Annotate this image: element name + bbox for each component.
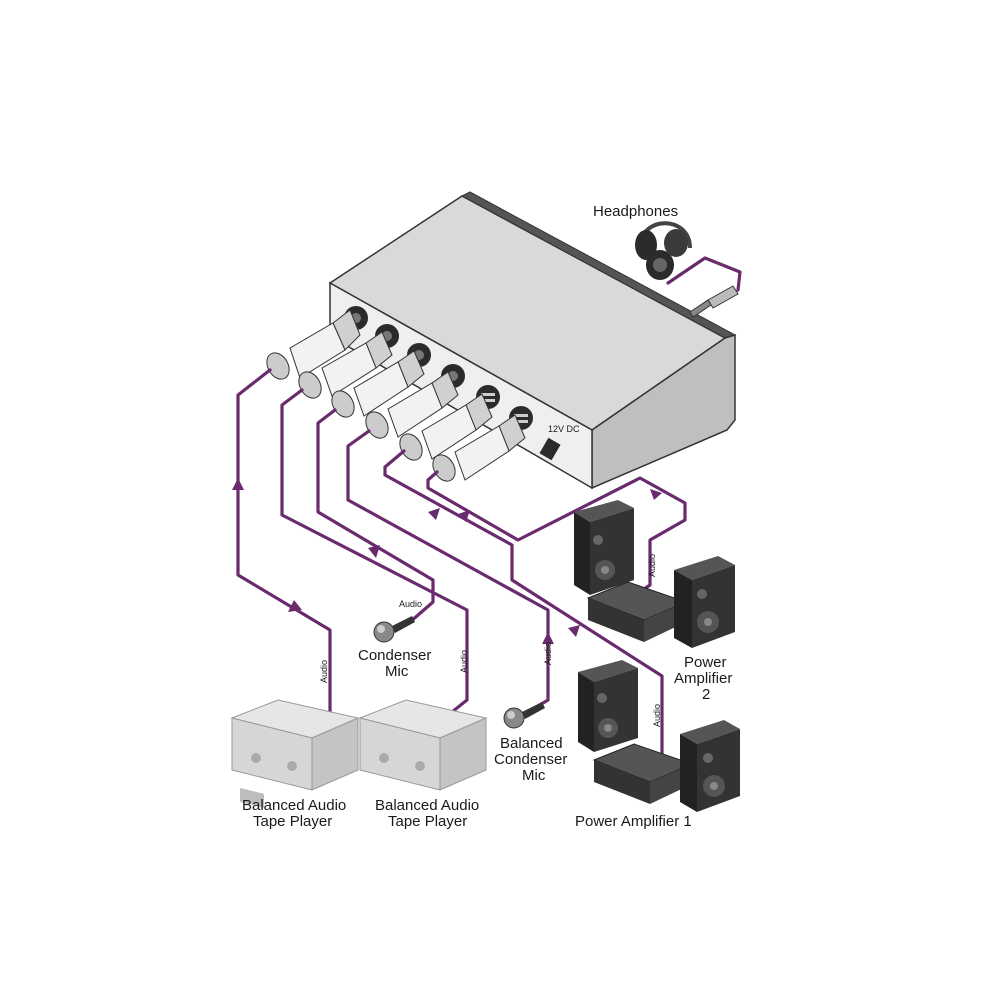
xlr-plug-5 (399, 393, 493, 461)
tape-player-2-icon (358, 699, 488, 791)
tape-player-1-icon (230, 699, 360, 808)
xlr-plug-1 (266, 309, 361, 380)
cable-amp1 (383, 449, 664, 772)
cable-mic2-label: Audio (543, 642, 553, 665)
cable-mic2 (346, 429, 550, 714)
amplifier-2-icon (586, 581, 688, 642)
xlr-plugs (266, 309, 526, 482)
cable-headphones (666, 256, 742, 292)
cable-tape1 (236, 368, 332, 730)
cable-mic2-arrow (542, 632, 554, 644)
balanced-condenser-mic-label: Balanced Condenser Mic (494, 735, 572, 784)
cable-amp1-arrow-b (568, 625, 580, 637)
tape-player-2-label: Balanced Audio Tape Player (375, 797, 483, 830)
balanced-condenser-mic-icon (503, 702, 545, 729)
cable-mic1-label: Audio (399, 599, 422, 609)
cable-tape1-arrow-b (288, 600, 302, 612)
speaker-2-right-icon (674, 556, 735, 648)
power-amplifier-2-label: Power Amplifier 2 (674, 654, 737, 703)
power-amplifier-1-label: Power Amplifier 1 (575, 813, 692, 830)
xlr-plug-4 (365, 371, 459, 439)
cable-mic1 (316, 408, 435, 624)
cable-amp2 (426, 470, 687, 597)
speaker-1-left-icon (578, 660, 638, 752)
cable-amp2-arrow-b (650, 489, 662, 500)
headphones-label: Headphones (593, 203, 678, 220)
cable-amp2-arrow-a (458, 510, 470, 522)
cable-tape1-label: Audio (319, 660, 329, 683)
xlr-plug-6 (432, 414, 526, 482)
cable-amp1-arrow-a (428, 508, 440, 520)
xlr-plug-3 (331, 350, 425, 418)
amplifier-1-icon (592, 743, 694, 804)
cable-amp1-label: Audio (652, 704, 662, 727)
condenser-mic-label: Condenser Mic (358, 647, 436, 680)
power-jack-label: 12V DC (548, 424, 580, 434)
cable-tape1-arrow-a (232, 478, 244, 490)
cable-tape2 (280, 388, 469, 722)
power-jack[interactable] (539, 437, 561, 461)
xlr-plug-2 (298, 331, 393, 399)
headphones-icon (635, 221, 692, 280)
headphone-jack-plug (689, 285, 739, 318)
cable-amp2-label: Audio (647, 554, 657, 577)
speaker-2-left-icon (574, 500, 634, 595)
tape-player-1-label: Balanced Audio Tape Player (242, 797, 350, 830)
power-amplifier-1-group (578, 660, 740, 812)
condenser-mic-icon (373, 616, 415, 643)
power-amplifier-2-group (574, 500, 735, 648)
speaker-1-right-icon (680, 720, 740, 812)
cable-tape2-label: Audio (459, 650, 469, 673)
